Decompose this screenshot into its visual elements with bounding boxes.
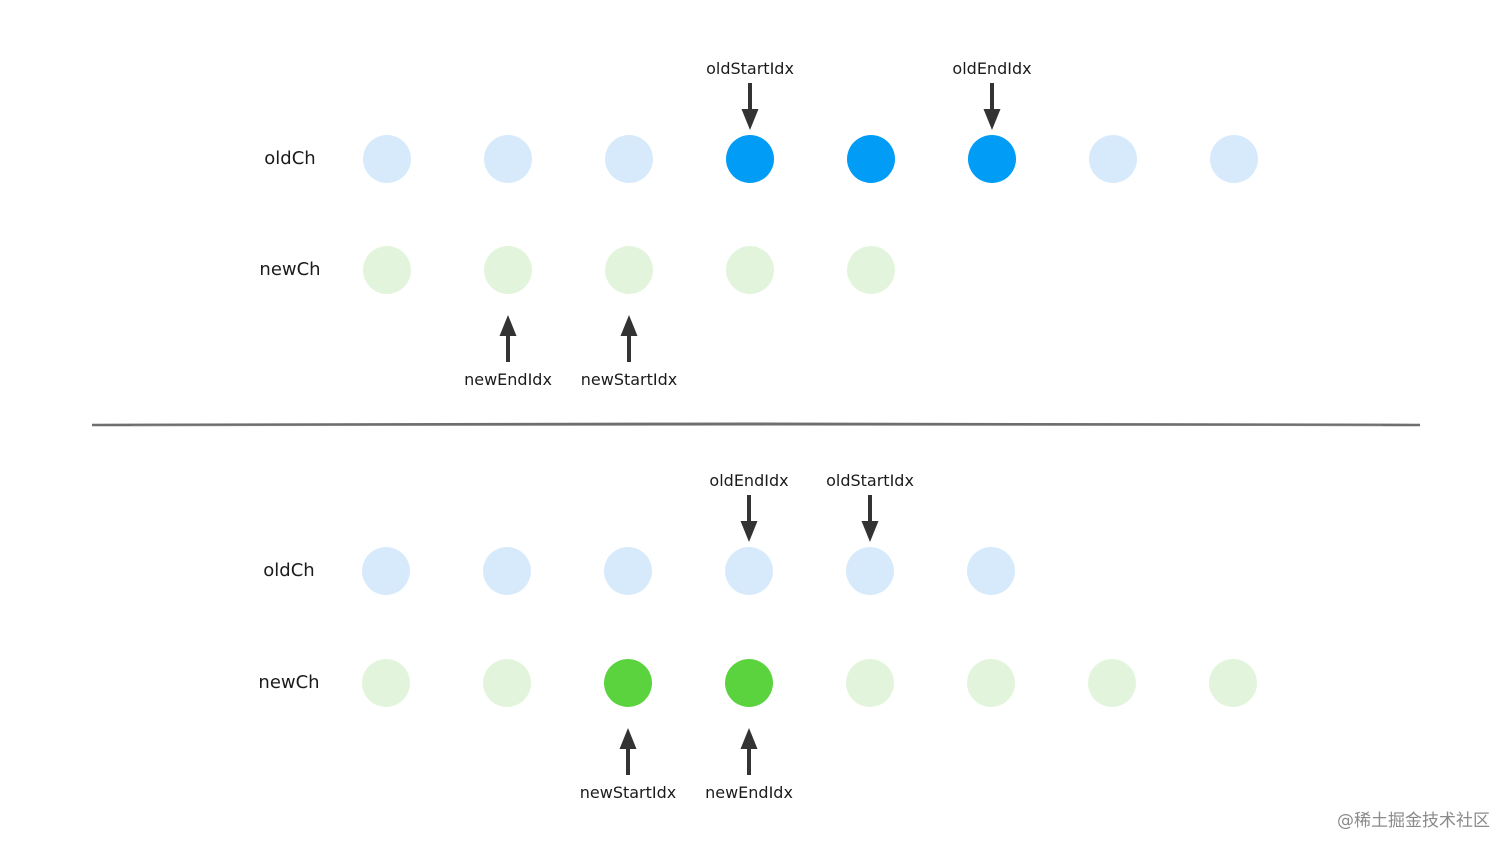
new-child-node [726,246,774,294]
panel-divider [92,422,1420,427]
up-arrow-icon [740,728,758,775]
pointer-label-oldstartidx: oldStartIdx [826,471,914,490]
new-child-node [484,246,532,294]
old-child-node [604,547,652,595]
down-arrow-icon [741,83,759,130]
new-child-node [846,659,894,707]
watermark: @稀土掘金技术社区 [1337,811,1490,831]
pointer-label-oldendidx: oldEndIdx [952,59,1032,78]
pointer-label-oldstartidx: oldStartIdx [706,59,794,78]
up-arrow-icon [619,728,637,775]
old-child-node [967,547,1015,595]
old-child-node [847,135,895,183]
new-child-node [967,659,1015,707]
new-child-node [604,659,652,707]
down-arrow-icon [983,83,1001,130]
down-arrow-icon [861,495,879,542]
old-child-node [1089,135,1137,183]
new-child-node [605,246,653,294]
old-child-node [725,547,773,595]
old-child-node [363,135,411,183]
old-child-node [605,135,653,183]
old-child-node [484,135,532,183]
pointer-label-newendidx: newEndIdx [464,370,552,389]
pointer-label-newstartidx: newStartIdx [580,370,678,389]
old-child-node [362,547,410,595]
oldch-label: oldCh [263,560,315,581]
newch-label: newCh [259,259,321,280]
pointer-label-newstartidx: newStartIdx [579,783,677,802]
old-child-node [1210,135,1258,183]
pointer-label-newendidx: newEndIdx [705,783,793,802]
new-child-node [725,659,773,707]
new-child-node [483,659,531,707]
new-child-node [1209,659,1257,707]
old-child-node [726,135,774,183]
old-child-node [483,547,531,595]
old-child-node [968,135,1016,183]
new-child-node [363,246,411,294]
newch-label: newCh [258,672,320,693]
new-child-node [1088,659,1136,707]
up-arrow-icon [499,315,517,362]
oldch-label: oldCh [264,148,316,169]
new-child-node [362,659,410,707]
old-child-node [846,547,894,595]
down-arrow-icon [740,495,758,542]
up-arrow-icon [620,315,638,362]
new-child-node [847,246,895,294]
pointer-label-oldendidx: oldEndIdx [709,471,789,490]
